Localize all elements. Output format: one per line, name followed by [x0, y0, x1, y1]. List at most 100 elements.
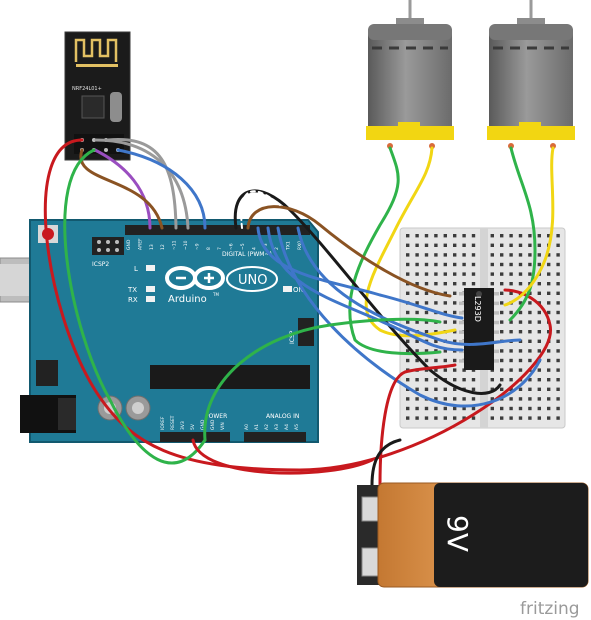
breadboard-hole	[509, 282, 513, 286]
breadboard-hole	[547, 253, 551, 257]
breadboard-hole	[471, 416, 476, 420]
breadboard-hole	[471, 234, 476, 238]
pin-label: GND	[210, 419, 216, 430]
ic-label: L293D	[473, 296, 482, 322]
breadboard-hole	[443, 272, 447, 276]
breadboard-hole	[443, 234, 447, 238]
breadboard-hole	[406, 291, 410, 295]
breadboard-hole	[424, 330, 429, 334]
ic-pin	[494, 359, 499, 363]
breadboard-hole	[500, 416, 504, 420]
arduino-logo	[165, 266, 225, 290]
breadboard-hole	[471, 272, 476, 276]
ic-pin	[494, 292, 499, 296]
breadboard-hole	[537, 406, 541, 411]
breadboard-hole	[528, 310, 532, 315]
breadboard-hole	[556, 368, 560, 372]
breadboard-hole	[415, 301, 419, 305]
breadboard-hole	[434, 368, 438, 372]
breadboard-hole	[547, 262, 551, 267]
breadboard-hole	[528, 234, 532, 238]
breadboard-hole	[556, 387, 560, 391]
breadboard-hole	[509, 330, 513, 334]
breadboard-hole	[462, 262, 466, 267]
breadboard-hole	[471, 368, 476, 372]
breadboard-hole	[500, 368, 504, 372]
breadboard-hole	[453, 330, 457, 334]
breadboard-hole	[556, 378, 560, 382]
breadboard-hole	[556, 310, 560, 315]
breadboard-hole	[406, 330, 410, 334]
breadboard-hole	[518, 301, 523, 305]
breadboard-hole	[424, 368, 429, 372]
breadboard-hole	[509, 387, 513, 391]
breadboard-hole	[547, 406, 551, 411]
breadboard-hole	[415, 310, 419, 315]
breadboard-hole	[453, 320, 457, 324]
breadboard-hole	[443, 310, 447, 315]
breadboard-hole	[415, 339, 419, 343]
pin-label: ~9	[194, 243, 200, 250]
pin-label: TX1	[286, 241, 292, 251]
breadboard-hole	[547, 272, 551, 276]
pin-label: 3V3	[180, 421, 186, 430]
breadboard-hole	[509, 368, 513, 372]
breadboard-hole	[537, 368, 541, 372]
breadboard-hole	[490, 272, 494, 276]
breadboard-hole	[443, 416, 447, 420]
breadboard-hole	[528, 253, 532, 257]
breadboard-hole	[415, 349, 419, 353]
breadboard-hole	[424, 291, 429, 295]
pin-label: IOREF	[160, 416, 166, 430]
breadboard-hole	[556, 243, 560, 247]
breadboard-hole	[415, 234, 419, 238]
breadboard-hole	[434, 339, 438, 343]
breadboard-hole	[434, 387, 438, 391]
breadboard-hole	[500, 310, 504, 315]
breadboard-hole	[509, 310, 513, 315]
breadboard-hole	[424, 282, 429, 286]
ic-pin	[459, 301, 464, 306]
fritzing-watermark: fritzing	[520, 599, 580, 619]
breadboard-hole	[500, 253, 504, 257]
breadboard-hole	[509, 253, 513, 257]
icsp2-label: ICSP2	[92, 261, 109, 268]
breadboard-hole	[528, 387, 532, 391]
breadboard-hole	[509, 416, 513, 420]
breadboard-hole	[462, 378, 466, 382]
breadboard-hole	[556, 234, 560, 238]
breadboard-hole	[424, 320, 429, 324]
wire-nrf-blue	[116, 148, 207, 230]
breadboard-hole	[528, 320, 532, 324]
breadboard-hole	[424, 416, 429, 420]
breadboard-hole	[434, 272, 438, 276]
breadboard-hole	[415, 262, 419, 267]
ic-pin	[459, 311, 464, 315]
dc-motor-left	[366, 0, 454, 149]
breadboard-hole	[406, 262, 410, 267]
breadboard-hole	[556, 320, 560, 324]
breadboard-hole	[518, 253, 523, 257]
breadboard-hole	[424, 349, 429, 353]
pin-label: A0	[244, 424, 250, 430]
breadboard-hole	[443, 368, 447, 372]
breadboard-hole	[462, 243, 466, 247]
breadboard-hole	[537, 349, 541, 353]
breadboard-hole	[528, 272, 532, 276]
ic-pin	[459, 330, 464, 334]
breadboard-hole	[537, 253, 541, 257]
breadboard-hole	[509, 272, 513, 276]
pin-label: VIN	[220, 422, 226, 430]
pin-label: 4	[251, 247, 257, 250]
icsp-header	[298, 318, 314, 346]
breadboard-hole	[406, 234, 410, 238]
breadboard-hole	[424, 301, 429, 305]
breadboard-hole	[500, 358, 504, 363]
breadboard-hole	[415, 358, 419, 363]
ic-pin	[459, 340, 464, 344]
breadboard-hole	[528, 378, 532, 382]
breadboard-hole	[556, 272, 560, 276]
nrf-label: NRF24L01+	[72, 86, 102, 92]
ic-pin	[494, 311, 499, 315]
